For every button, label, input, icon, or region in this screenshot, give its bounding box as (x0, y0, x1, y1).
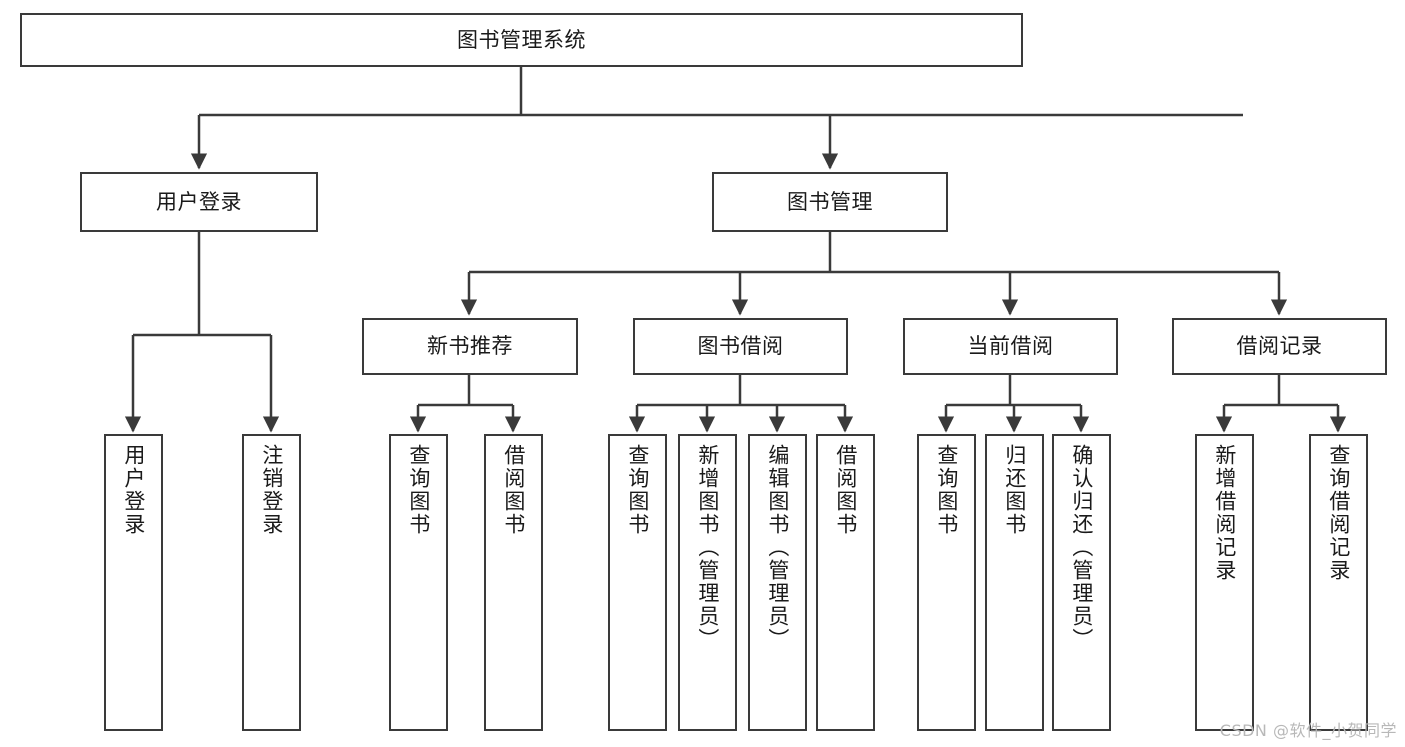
node-borrow-record[interactable]: 借阅记录 (1172, 318, 1387, 375)
node-borrow-record-label: 借阅记录 (1236, 334, 1323, 358)
node-root[interactable]: 图书管理系统 (20, 13, 1023, 67)
leaf-new-book-borrow[interactable]: 借阅图书 (484, 434, 543, 731)
leaf-borrow-record-add[interactable]: 新增借阅记录 (1195, 434, 1254, 731)
leaf-book-borrow-query-label: 查询图书 (625, 444, 650, 536)
leaf-borrow-record-query[interactable]: 查询借阅记录 (1309, 434, 1368, 731)
node-current-borrow[interactable]: 当前借阅 (903, 318, 1118, 375)
leaf-book-borrow-query[interactable]: 查询图书 (608, 434, 667, 731)
leaf-current-borrow-query-label: 查询图书 (934, 444, 959, 536)
node-book-management[interactable]: 图书管理 (712, 172, 948, 232)
leaf-current-borrow-return-label: 归还图书 (1002, 444, 1027, 536)
leaf-book-borrow-edit-label: 编辑图书（管理员） (765, 444, 790, 651)
leaf-user-login-signin[interactable]: 用户登录 (104, 434, 163, 731)
leaf-book-borrow-add-label: 新增图书（管理员） (695, 444, 720, 651)
node-book-borrow-label: 图书借阅 (697, 334, 784, 358)
leaf-book-borrow-add[interactable]: 新增图书（管理员） (678, 434, 737, 731)
leaf-book-borrow-edit[interactable]: 编辑图书（管理员） (748, 434, 807, 731)
node-root-label: 图书管理系统 (457, 27, 586, 52)
leaf-new-book-query-label: 查询图书 (406, 444, 431, 536)
leaf-new-book-borrow-label: 借阅图书 (501, 444, 526, 536)
node-book-borrow[interactable]: 图书借阅 (633, 318, 848, 375)
csdn-watermark: CSDN @软件_小贺同学 (1219, 721, 1397, 740)
leaf-new-book-query[interactable]: 查询图书 (389, 434, 448, 731)
leaf-user-login-signout-label: 注销登录 (259, 444, 284, 536)
leaf-current-borrow-confirm[interactable]: 确认归还（管理员） (1052, 434, 1111, 731)
node-new-book-recommend[interactable]: 新书推荐 (362, 318, 578, 375)
node-user-login[interactable]: 用户登录 (80, 172, 318, 232)
leaf-current-borrow-query[interactable]: 查询图书 (917, 434, 976, 731)
node-current-borrow-label: 当前借阅 (967, 334, 1054, 358)
leaf-user-login-signin-label: 用户登录 (121, 444, 146, 536)
node-new-book-recommend-label: 新书推荐 (427, 334, 513, 358)
node-user-login-label: 用户登录 (156, 189, 242, 214)
leaf-user-login-signout[interactable]: 注销登录 (242, 434, 301, 731)
node-book-management-label: 图书管理 (787, 189, 873, 214)
leaf-current-borrow-return[interactable]: 归还图书 (985, 434, 1044, 731)
leaf-borrow-record-add-label: 新增借阅记录 (1212, 444, 1237, 582)
leaf-book-borrow-lend-label: 借阅图书 (833, 444, 858, 536)
leaf-book-borrow-lend[interactable]: 借阅图书 (816, 434, 875, 731)
leaf-borrow-record-query-label: 查询借阅记录 (1326, 444, 1351, 582)
leaf-current-borrow-confirm-label: 确认归还（管理员） (1069, 444, 1094, 651)
